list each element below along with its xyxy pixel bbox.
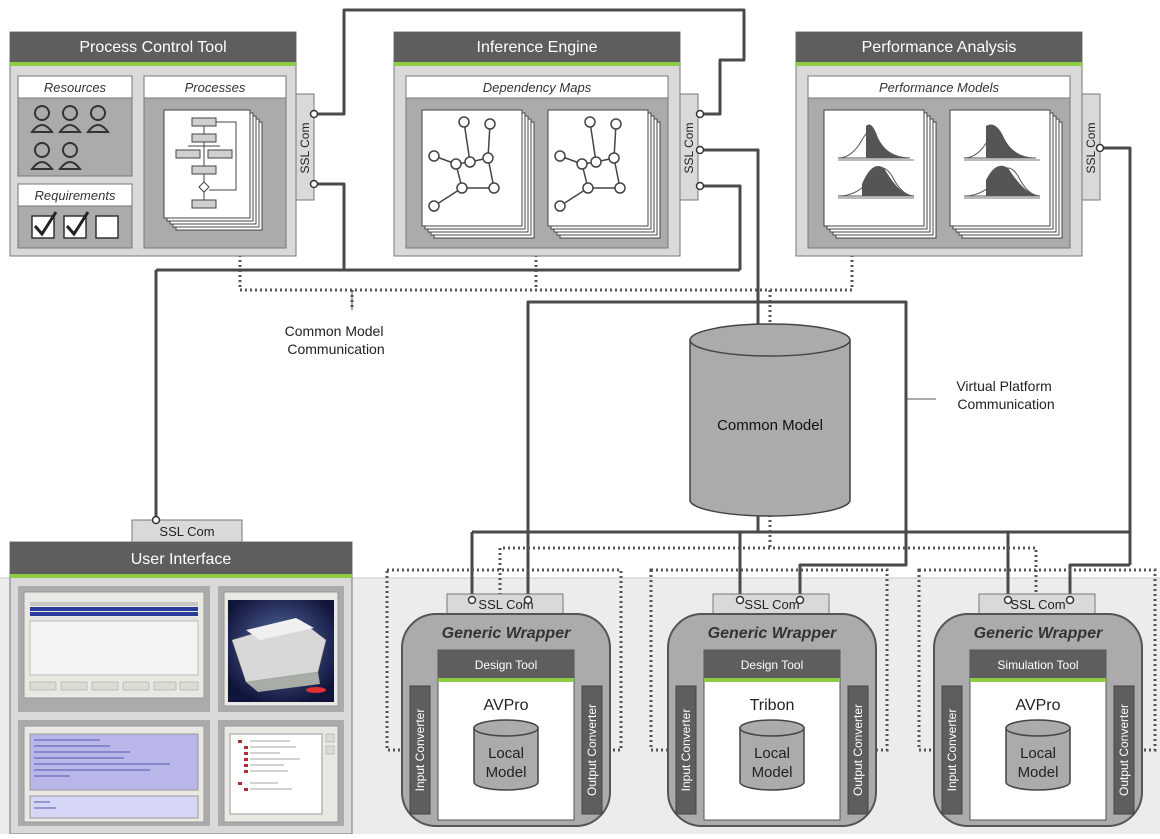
ssl-com-label: SSL Com <box>298 123 312 174</box>
ssl-com-label: SSL Com <box>682 123 696 174</box>
common-model-communication-line-2: Communication <box>287 341 384 357</box>
generic-wrapper-title: Generic Wrapper <box>974 625 1103 642</box>
performance-analysis-panel: Performance Analysis Performance Models <box>795 31 1105 257</box>
generic-wrapper-title: Generic Wrapper <box>442 625 571 642</box>
output-converter-label: Output Converter <box>1117 704 1131 796</box>
dependency-map-stack <box>421 109 535 239</box>
local-model-line-2: Model <box>1018 764 1059 781</box>
product-name: AVPro <box>483 697 528 714</box>
ssl-com-label: SSL Com <box>478 597 533 612</box>
performance-model-stack <box>823 109 937 239</box>
common-model-communication-label: Common Model Communication <box>285 323 388 357</box>
dependency-maps-label: Dependency Maps <box>483 80 592 95</box>
local-model-line-1: Local <box>488 745 524 762</box>
common-model-label: Common Model <box>717 417 823 434</box>
dependency-map-stack-2 <box>547 109 661 239</box>
process-flowchart-stack <box>163 109 263 231</box>
performance-models-label: Performance Models <box>879 80 999 95</box>
output-converter-label: Output Converter <box>851 704 865 796</box>
product-name: Tribon <box>750 697 795 714</box>
ui-thumbnail-model-tree <box>218 720 344 826</box>
performance-analysis-title: Performance Analysis <box>862 39 1017 56</box>
input-converter-label: Input Converter <box>413 709 427 792</box>
ssl-com-label: SSL Com <box>1084 123 1098 174</box>
user-interface-title: User Interface <box>131 551 232 568</box>
requirements-label: Requirements <box>35 188 116 203</box>
user-interface-panel: SSL Com User Interface <box>9 515 353 835</box>
local-model-line-2: Model <box>752 764 793 781</box>
local-model-line-1: Local <box>1020 745 1056 762</box>
ui-thumbnail-ship-image <box>218 586 344 712</box>
tool-name: Simulation Tool <box>997 658 1078 672</box>
inference-engine-title: Inference Engine <box>477 39 598 56</box>
virtual-platform-communication-line-2: Communication <box>957 396 1054 412</box>
virtual-platform-communication-line-1: Virtual Platform <box>956 378 1051 394</box>
ssl-com-label: SSL Com <box>1010 597 1065 612</box>
ssl-com-label: SSL Com <box>159 524 214 539</box>
local-model-line-2: Model <box>486 764 527 781</box>
processes-label: Processes <box>185 80 246 95</box>
virtual-platform-communication-label: Virtual Platform Communication <box>956 378 1055 412</box>
process-control-title: Process Control Tool <box>79 39 226 56</box>
process-control-tool-panel: Process Control Tool Resources Requireme… <box>9 31 319 257</box>
input-converter-label: Input Converter <box>945 709 959 792</box>
local-model-line-1: Local <box>754 745 790 762</box>
output-converter-label: Output Converter <box>585 704 599 796</box>
person-icons <box>30 105 110 170</box>
generic-wrapper-title: Generic Wrapper <box>708 625 837 642</box>
resources-label: Resources <box>44 80 107 95</box>
ui-thumbnail-communication-log <box>18 720 210 826</box>
ssl-com-label: SSL Com <box>744 597 799 612</box>
tool-name: Design Tool <box>741 658 803 672</box>
common-model-communication-line-1: Common Model <box>285 323 384 339</box>
input-converter-label: Input Converter <box>679 709 693 792</box>
performance-model-stack-2 <box>949 109 1063 239</box>
inference-engine-panel: Inference Engine Dependency Maps <box>393 31 705 257</box>
ui-thumbnail-tasks <box>18 586 210 712</box>
tool-name: Design Tool <box>475 658 537 672</box>
common-model-database: Common Model <box>689 323 851 517</box>
product-name: AVPro <box>1015 697 1060 714</box>
checkbox-icons <box>31 211 119 239</box>
